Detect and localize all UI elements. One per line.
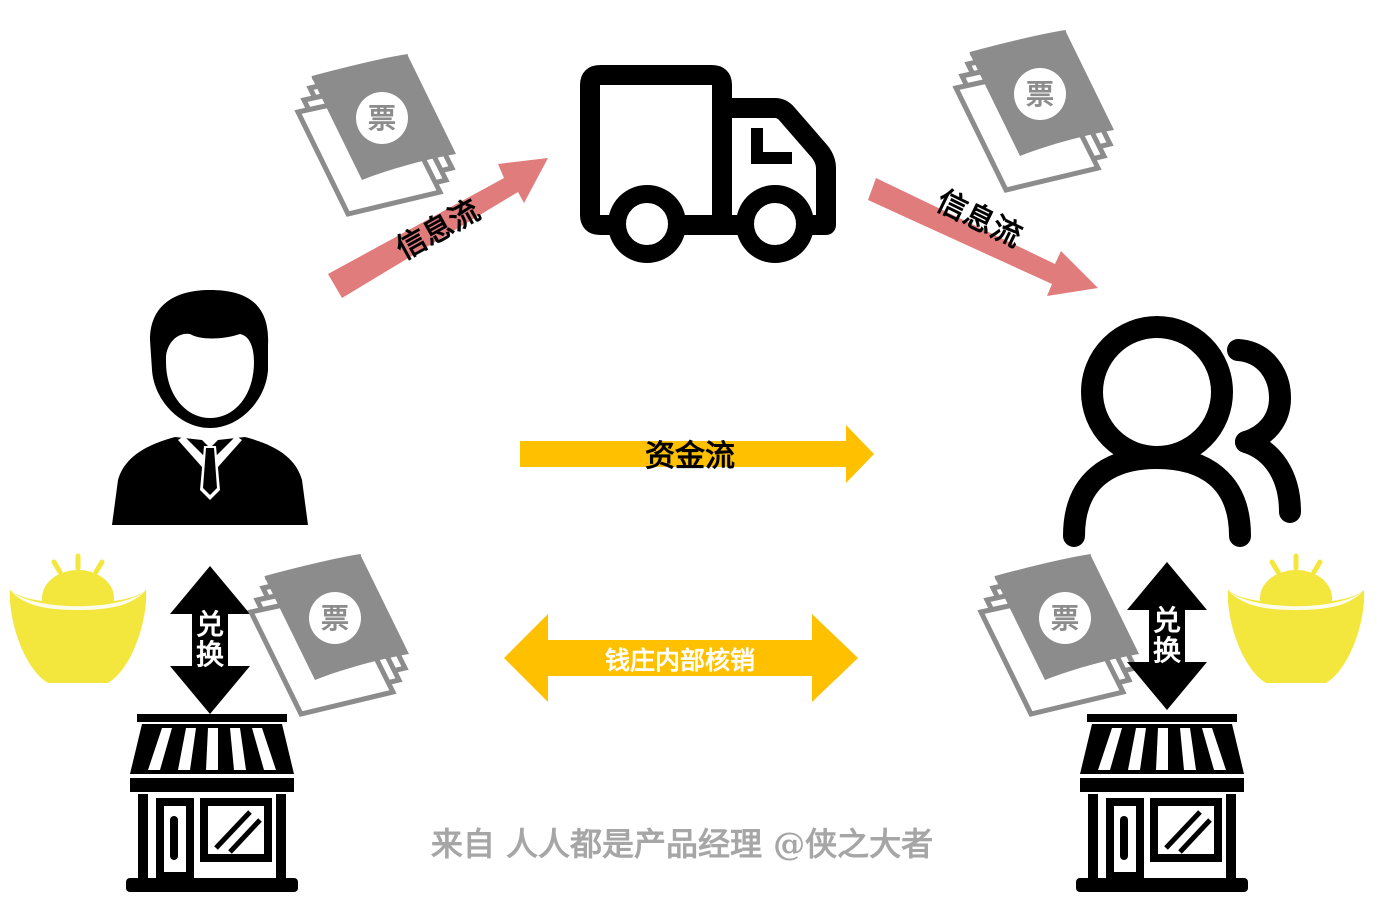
bank-store-icon <box>1076 714 1248 892</box>
bank-store-icon <box>126 714 298 892</box>
internal-settlement-label: 钱庄内部核销 <box>605 646 755 675</box>
ticket-bundle-icon: 票 <box>298 56 456 214</box>
exchange-label-right: 兑换 <box>1153 604 1182 667</box>
info-flow-label-left: 信息流 <box>390 193 486 267</box>
watermark-text: 来自 人人都是产品经理 @侠之大者 <box>431 825 933 863</box>
info-flow-arrow-right: 信息流 <box>868 178 1098 296</box>
businessman-icon <box>112 290 308 525</box>
internal-settlement-arrow: 钱庄内部核销 <box>504 614 858 702</box>
funds-flow-arrow: 资金流 <box>520 425 874 483</box>
user-group-icon <box>1063 316 1301 547</box>
ticket-bundle-icon: 票 <box>981 556 1139 714</box>
truck-icon <box>580 65 836 263</box>
gold-ingot-icon <box>1224 556 1368 683</box>
exchange-label-left: 兑换 <box>196 608 225 671</box>
exchange-arrow-right: 兑换 <box>1127 562 1207 710</box>
funds-flow-label: 资金流 <box>645 439 735 474</box>
ticket-glyph: 票 <box>1051 602 1079 635</box>
ticket-bundle-icon: 票 <box>956 32 1114 190</box>
ticket-bundle-icon: 票 <box>251 556 409 714</box>
gold-ingot-icon <box>6 556 150 683</box>
exchange-arrow-left: 兑换 <box>170 566 250 714</box>
ticket-glyph: 票 <box>1026 78 1054 111</box>
ticket-glyph: 票 <box>368 102 396 135</box>
ticket-glyph: 票 <box>321 602 349 635</box>
